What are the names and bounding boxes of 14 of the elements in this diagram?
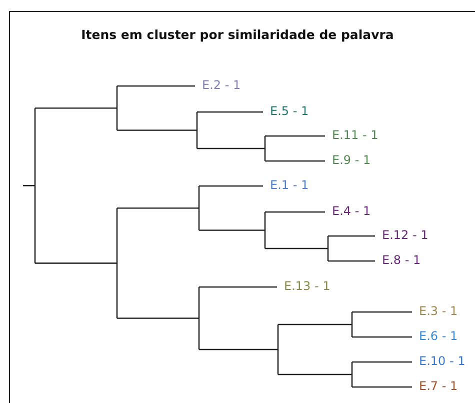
leaf-label: E.11 - 1 <box>332 128 378 142</box>
leaf-label: E.7 - 1 <box>419 379 458 393</box>
leaf-label: E.4 - 1 <box>332 204 371 218</box>
chart-title: Itens em cluster por similaridade de palavra <box>80 27 395 42</box>
leaf-label: E.9 - 1 <box>332 153 371 167</box>
leaf-label: E.1 - 1 <box>270 178 309 192</box>
leaf-label: E.8 - 1 <box>382 253 421 267</box>
leaf-label: E.12 - 1 <box>382 228 428 242</box>
leaf-label: E.13 - 1 <box>284 279 330 293</box>
leaf-label: E.5 - 1 <box>270 104 309 118</box>
leaf-label: E.3 - 1 <box>419 304 458 318</box>
leaf-label: E.6 - 1 <box>419 329 458 343</box>
leaf-label: E.2 - 1 <box>202 78 241 92</box>
leaf-label: E.10 - 1 <box>419 354 466 368</box>
